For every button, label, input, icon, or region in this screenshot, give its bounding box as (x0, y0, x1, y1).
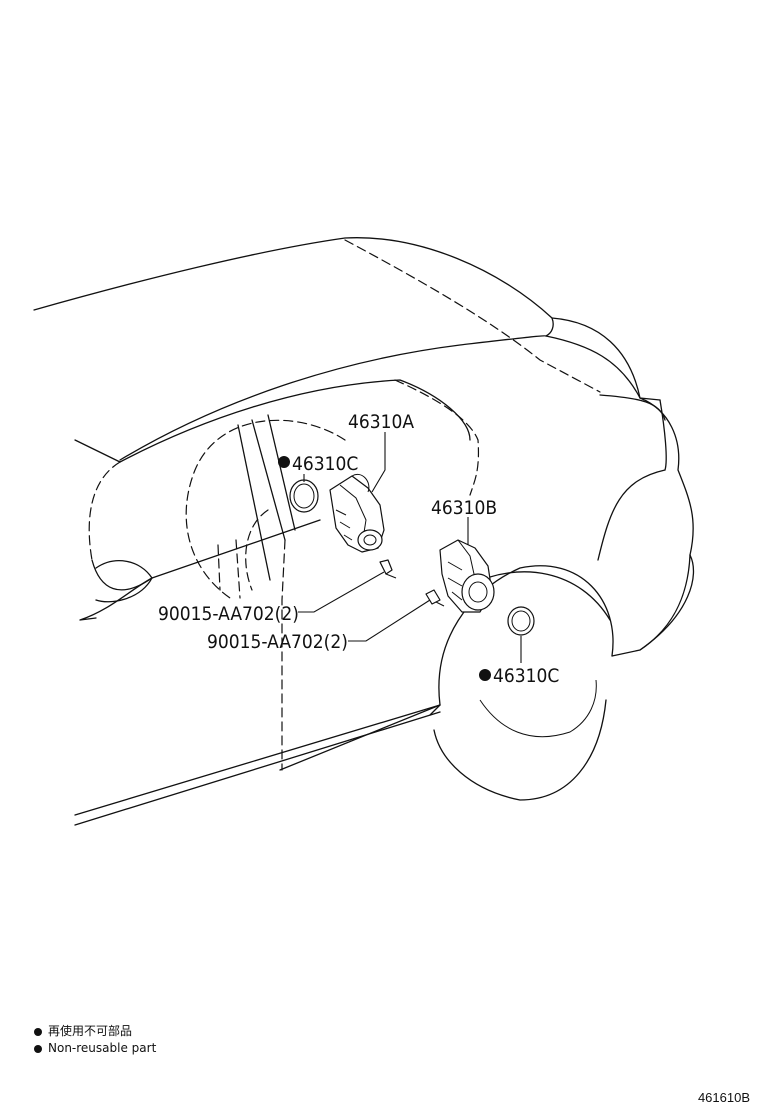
callout-46310a: 46310A (348, 411, 414, 433)
part-46310b-drawing (439, 539, 495, 613)
drawing-code: 461610B (697, 1090, 750, 1105)
non-reusable-marker-icon (278, 456, 290, 468)
callout-bolt-lower: 90015-AA702(2) (207, 631, 348, 653)
filled-circle-icon (34, 1027, 42, 1036)
vehicle-body-outline (33, 237, 695, 826)
legend-english-text: Non-reusable part (48, 1041, 157, 1055)
legend-japanese-text: 再使用不可部品 (48, 1024, 133, 1038)
leader-lines (298, 432, 522, 663)
legend-japanese: 再使用不可部品 (34, 1022, 132, 1039)
grommet-upper-drawing (289, 479, 319, 513)
non-reusable-marker-icon (479, 669, 491, 681)
callout-46310b: 46310B (431, 497, 497, 519)
callout-46310c-upper: 46310C (292, 453, 358, 475)
part-46310a-drawing (329, 474, 385, 553)
bolt-lower-drawing (425, 589, 445, 607)
callout-46310c-lower: 46310C (493, 665, 559, 687)
legend-english: Non-reusable part (34, 1041, 156, 1055)
filled-circle-icon (34, 1044, 42, 1053)
bolt-upper-drawing (379, 559, 397, 579)
callout-bolt-upper: 90015-AA702(2) (158, 603, 299, 625)
grommet-lower-drawing (507, 606, 535, 636)
